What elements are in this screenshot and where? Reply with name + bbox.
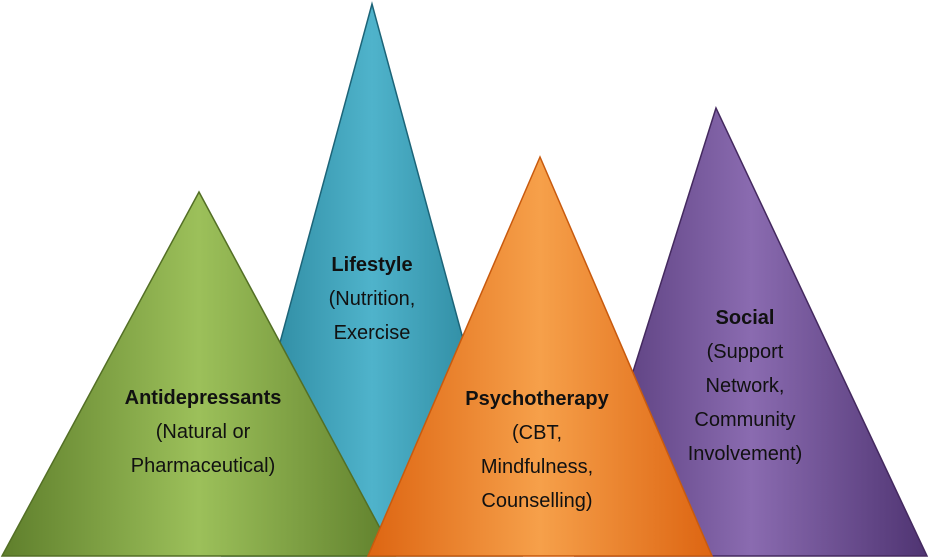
social-detail-line: Network, <box>705 375 785 397</box>
antidepressants-pyramid <box>0 190 397 557</box>
lifestyle-label: Lifestyle (Nutrition, Exercise <box>292 248 452 350</box>
antidepressants-title: Antidepressants <box>124 387 282 409</box>
lifestyle-detail-line: Exercise <box>333 322 411 344</box>
social-label: Social (Support Network, Community Invol… <box>665 301 825 471</box>
lifestyle-detail-line: (Nutrition, <box>328 288 416 310</box>
antidepressants-detail-line: (Natural or <box>155 421 251 443</box>
psychotherapy-title: Psychotherapy <box>465 388 609 410</box>
social-title: Social <box>715 307 775 329</box>
psychotherapy-pyramid <box>366 155 714 557</box>
antidepressants-detail-line: Pharmaceutical) <box>130 455 276 477</box>
psychotherapy-detail-line: Counselling) <box>481 490 593 512</box>
psychotherapy-label: Psychotherapy (CBT, Mindfulness, Counsel… <box>437 382 637 518</box>
lifestyle-title: Lifestyle <box>331 254 413 276</box>
social-detail-line: Involvement) <box>687 443 803 465</box>
psychotherapy-detail-line: (CBT, <box>512 422 562 444</box>
psychotherapy-detail-line: Mindfulness, <box>480 456 594 478</box>
antidepressants-label: Antidepressants (Natural or Pharmaceutic… <box>103 381 303 483</box>
social-detail-line: (Support <box>706 341 784 363</box>
social-detail-line: Community <box>694 409 796 431</box>
